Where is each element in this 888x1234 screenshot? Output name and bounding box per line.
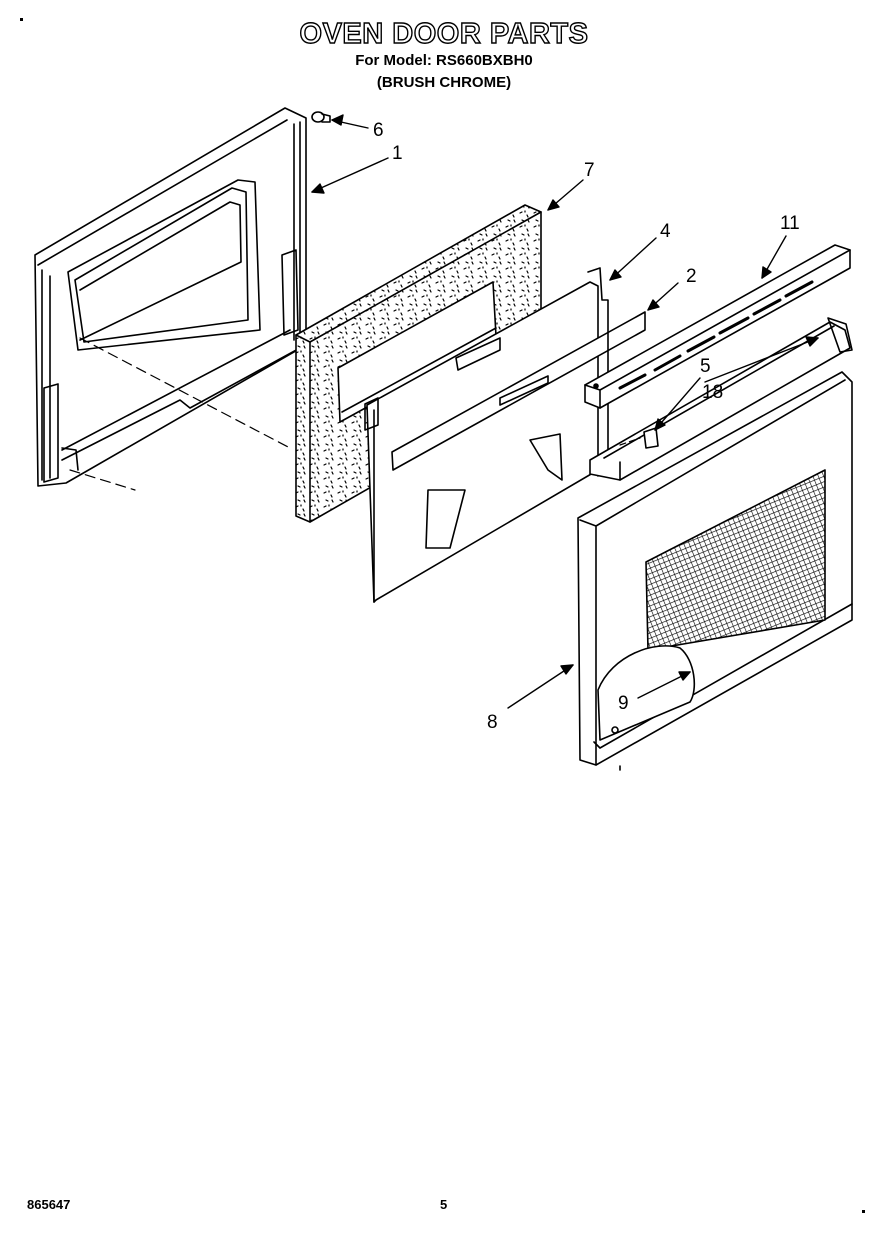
callout-9: 9 [618,693,629,714]
part-6-screw [311,111,331,123]
part-2-inner-panel [364,281,646,603]
scan-speck [862,1210,865,1213]
part-1-outer-door-panel [34,107,307,487]
callout-5: 5 [700,356,711,377]
callout-1: 1 [392,143,403,164]
document-number: 865647 [27,1197,71,1212]
part-5-clip [619,427,659,449]
page-title: OVEN DOOR PARTS [299,17,589,50]
scan-speck [20,18,23,21]
part-11-vent-trim [584,244,851,409]
part-9-cover-plate [597,645,696,741]
page-number: 5 [440,1197,448,1212]
callout-2: 2 [686,266,697,287]
callout-7: 7 [584,160,595,181]
callout-11: 11 [780,213,800,234]
callout-8: 8 [487,712,498,733]
leader-lines [311,114,819,709]
hidden-line-1 [69,337,291,491]
callout-18: 18 [702,382,724,403]
model-line: For Model: RS660BXBH0 [355,52,533,69]
callout-4: 4 [660,221,671,242]
part-7-insulation [295,204,542,523]
callout-6: 6 [373,120,384,141]
finish-line: (BRUSH CHROME) [376,74,512,91]
